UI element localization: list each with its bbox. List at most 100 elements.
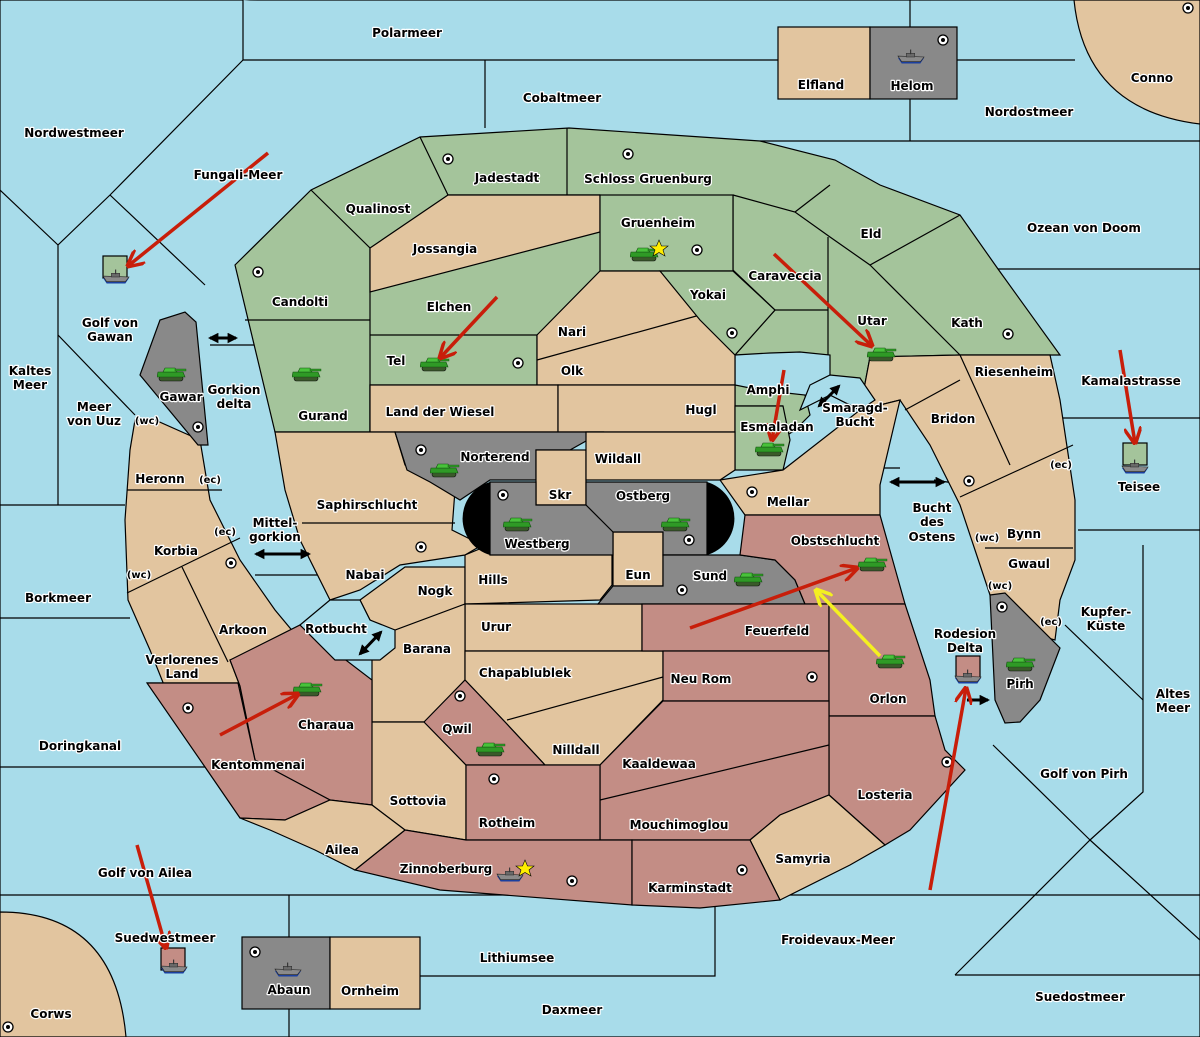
label-barana: Barana [403,642,451,656]
fungali-border [57,59,244,505]
move-order-arrow [772,369,786,440]
label-meer-uuz-2: von Uuz [67,414,121,428]
supply-center-icon [442,153,454,165]
star-icon [649,239,669,257]
sea-labels: Polarmeer Cobaltmeer Nordwestmeer Fungal… [8,25,1192,1018]
border-eld [732,194,961,266]
territory-ailea[interactable] [239,799,406,871]
border-eld2 [794,184,831,213]
supply-center-icon [225,557,237,569]
border-arkoon [181,566,229,663]
label-kupfer-kueste: Kupfer- [1081,605,1131,619]
territory-obstschlucht[interactable] [739,514,906,605]
supply-center-icon [806,671,818,683]
altes-border [1089,545,1144,841]
label-kaltes-meer-2: Meer [13,378,47,392]
label-rotheim: Rotheim [479,816,536,830]
supply-center-icon [415,541,427,553]
supply-center-icon [2,1021,14,1033]
label-arkoon: Arkoon [219,623,267,637]
impassable-west [462,482,490,555]
label-norterend: Norterend [460,450,529,464]
supply-center-icon [512,357,524,369]
label-bynn: Bynn [1007,527,1041,541]
supply-center-icon [1182,2,1194,14]
label-korbia: Korbia [154,544,198,558]
label-altes-meer-2: Meer [1156,701,1190,715]
label-daxmeer: Daxmeer [542,1003,603,1017]
border-kaaldewaa [599,744,830,801]
east-neutral-region [859,354,1076,641]
dax-border [420,895,716,977]
territory-land-der-wiesel[interactable] [369,384,559,433]
territory-feuerfeld[interactable] [641,603,830,652]
move-order-arrow [135,844,166,948]
label-verlorenes-land: Verlorenes [146,653,219,667]
move-order-arrow [689,568,857,630]
label-elchen: Elchen [427,300,472,314]
golfpirh-border [992,744,1091,841]
label-westberg: Westberg [504,537,569,551]
territory-ornheim[interactable] [329,936,421,1010]
supply-center-icon [252,266,264,278]
label-kaltes-meer: Kaltes [9,364,52,378]
territory-gruenheim[interactable] [599,194,734,272]
label-bucht-ostens-3: Ostens [909,530,956,544]
territory-eun[interactable] [612,531,664,587]
coast-labels: (wc) (ec) (ec) (wc) (ec) (wc) (wc) (ec) [126,415,1073,629]
territory-elfland[interactable] [777,26,871,100]
label-riesenheim: Riesenheim [975,365,1054,379]
label-coast-wc: (wc) [135,416,159,427]
territory-rotheim[interactable] [465,764,601,841]
label-teisee: Teisee [1118,480,1160,494]
territory-karminstadt[interactable] [631,839,781,909]
territory-skr[interactable] [535,449,587,506]
label-nari: Nari [558,325,586,339]
territory-pirh[interactable] [989,592,1061,724]
label-chapablublek: Chapablublek [479,666,572,680]
border-riesenheim [959,354,1011,466]
supply-center-icon [726,327,738,339]
territory-neu-rom[interactable] [662,650,830,702]
supply-center-icon [1002,328,1014,340]
label-jadestadt: Jadestadt [474,171,540,185]
territory-wildall[interactable] [585,431,736,481]
impassable-east [707,482,735,555]
territory-qwil[interactable] [423,679,547,766]
label-nilldall: Nilldall [552,743,599,757]
territory-yokai[interactable] [658,270,776,356]
label-caraveccia: Caraveccia [748,269,821,283]
supply-center-icon [454,690,466,702]
supply-center-icon [691,244,703,256]
label-land-der-wiesel: Land der Wiesel [386,405,495,419]
territory-esmaladan[interactable] [734,405,791,471]
label-zinnoberburg: Zinnoberburg [400,862,492,876]
label-golf-gawan: Golf von [82,316,138,330]
move-order-arrow [1118,349,1135,443]
label-charaua: Charaua [298,718,354,732]
label-jossangia: Jossangia [412,242,477,256]
label-ostberg: Ostberg [616,489,670,503]
territory-norterend[interactable] [394,431,605,501]
label-corws: Corws [30,1007,71,1021]
label-suedwestmeer: Suedwestmeer [115,931,216,945]
label-conno: Conno [1131,71,1173,85]
label-wildall: Wildall [595,452,641,466]
move-order-arrow [772,252,872,346]
territory-corws[interactable] [0,911,127,1037]
label-eld: Eld [861,227,882,241]
units [102,49,1149,978]
label-smaragd-bucht-2: Bucht [835,415,874,429]
supply-center-icon [566,875,578,887]
supply-center-icon [622,148,634,160]
label-gwaul: Gwaul [1008,557,1050,571]
territory-conno[interactable] [1073,0,1200,125]
supply-center-icon [996,601,1008,613]
label-nordostmeer: Nordostmeer [985,105,1074,119]
label-froidevaux-meer: Froidevaux-Meer [781,933,895,947]
label-heronn: Heronn [135,472,184,486]
supply-center-icon [963,475,975,487]
passage-arrows [207,332,991,706]
label-feuerfeld: Feuerfeld [745,624,810,638]
label-altes-meer: Altes [1156,687,1190,701]
